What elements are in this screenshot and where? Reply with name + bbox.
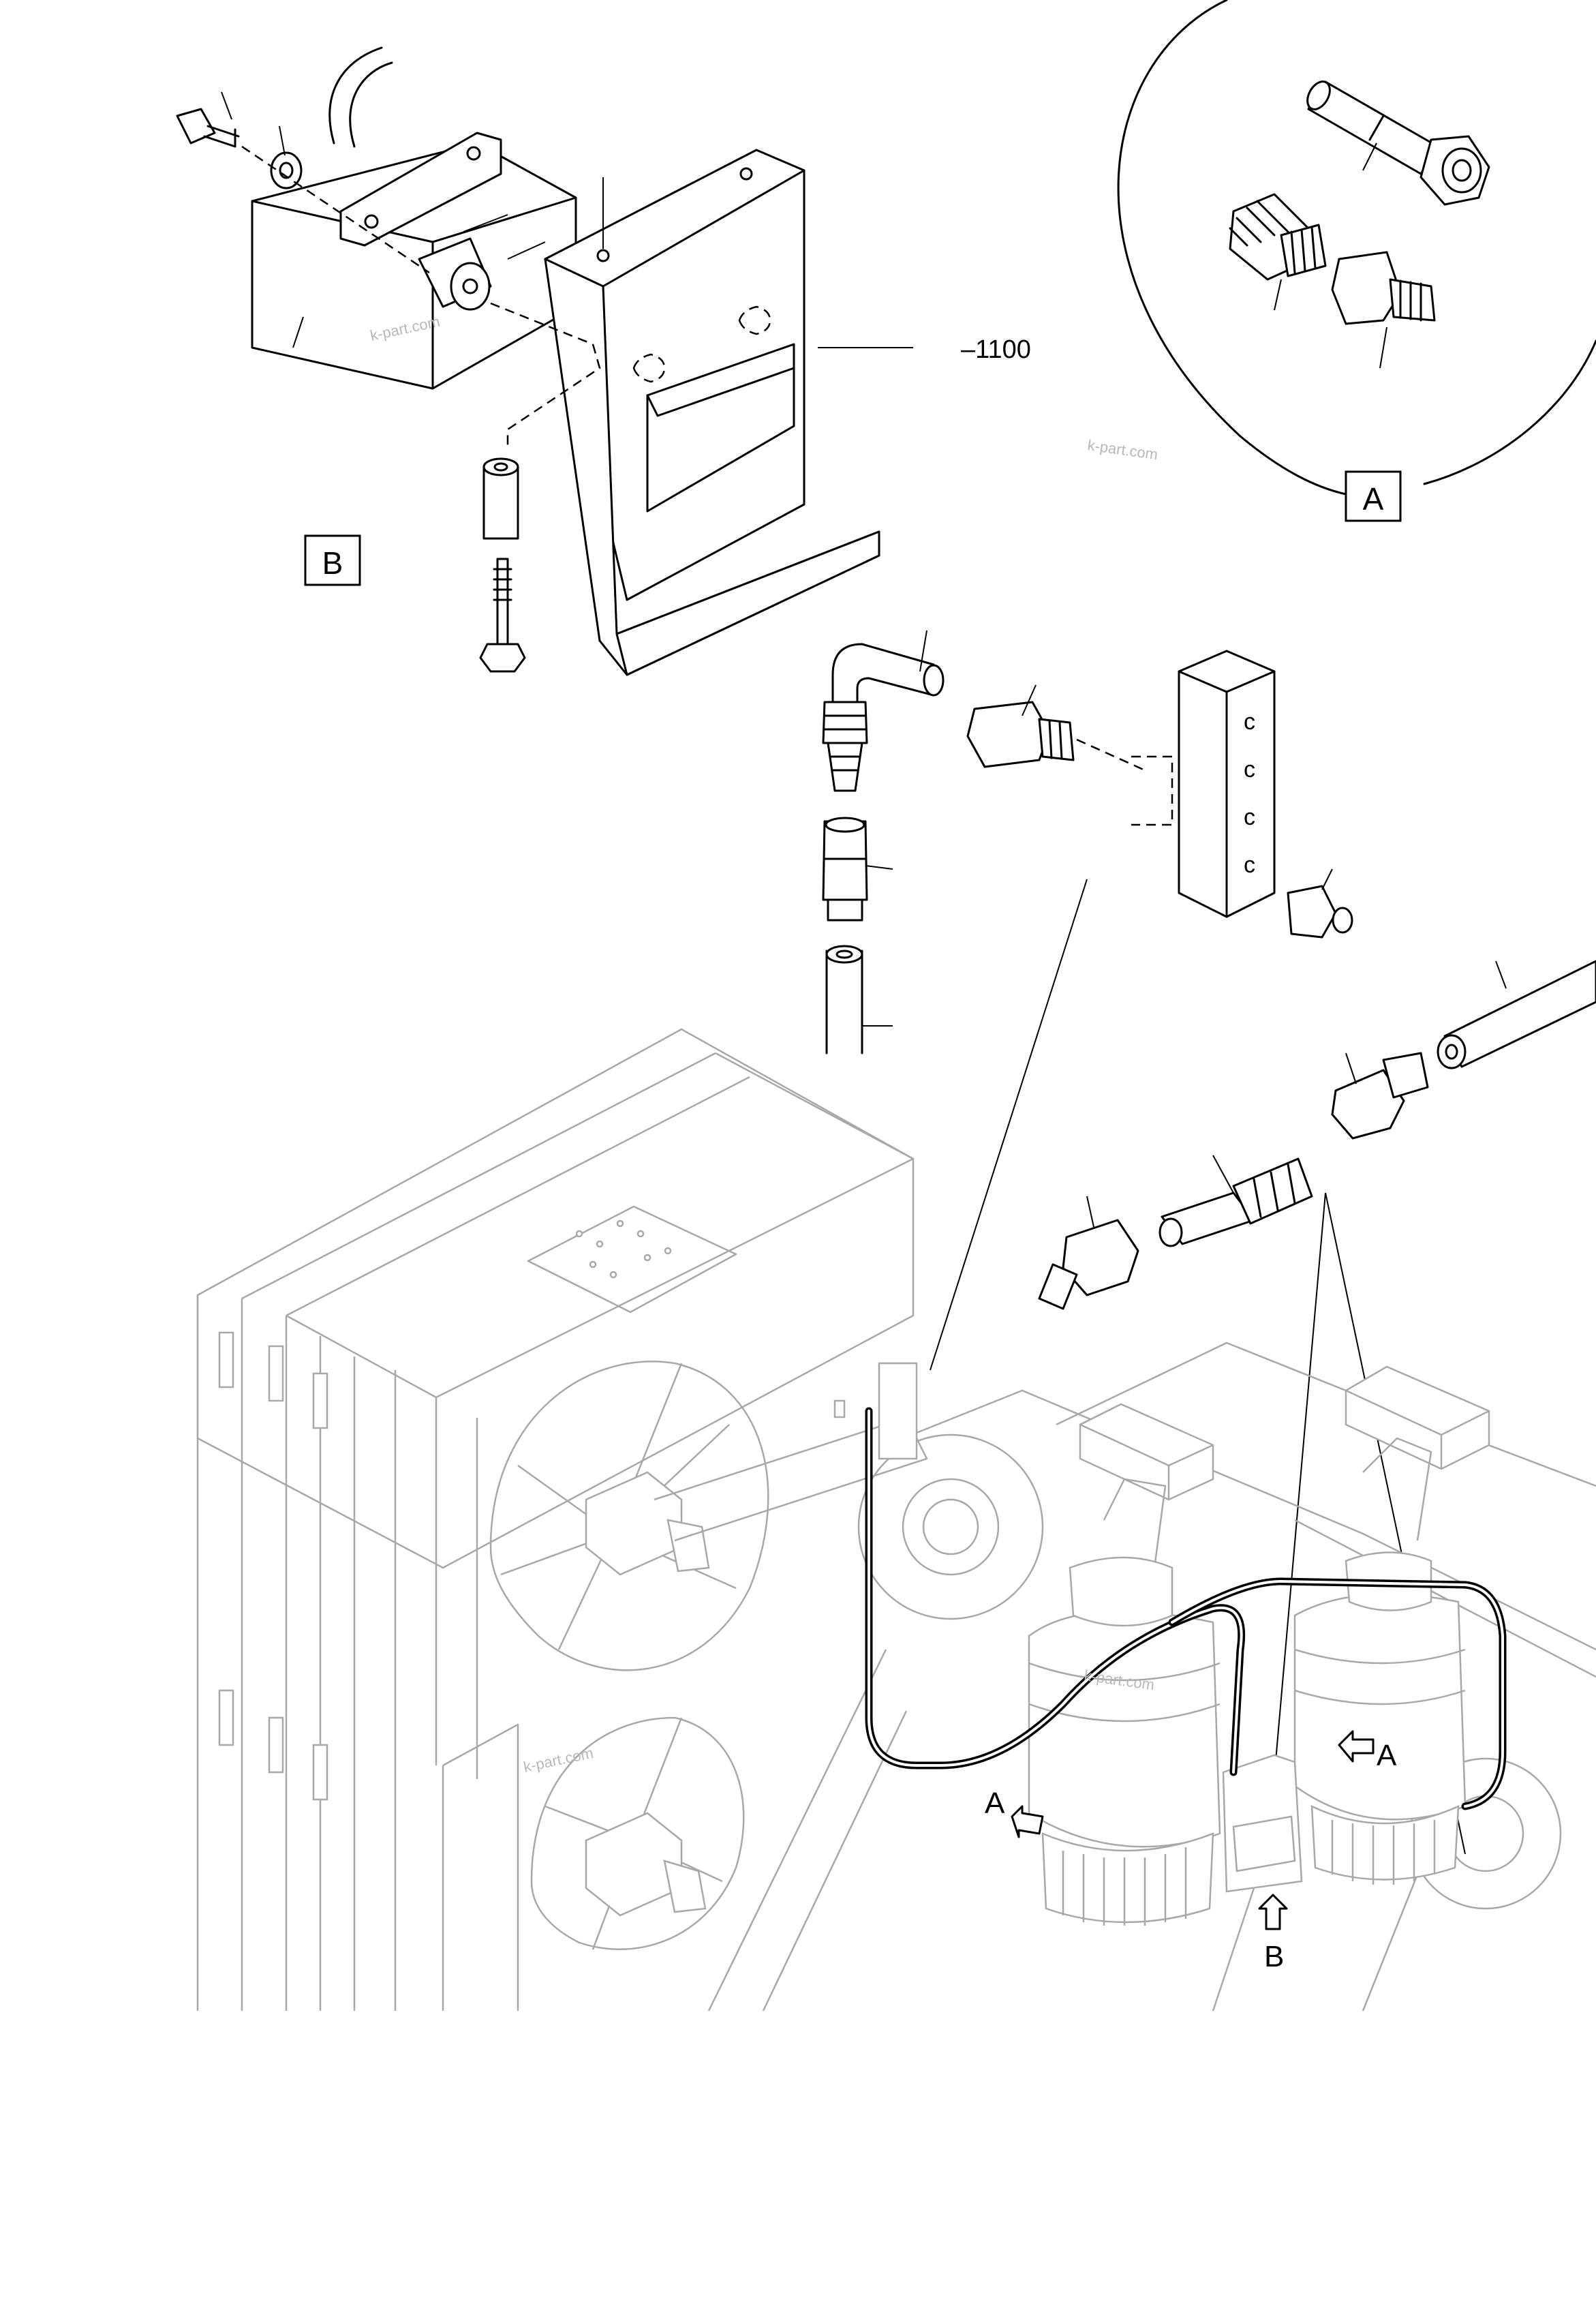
- svg-text:c: c: [1244, 852, 1255, 878]
- svg-text:c: c: [1244, 709, 1255, 735]
- svg-text:c: c: [1244, 757, 1255, 783]
- callout-a-right: A: [1377, 1739, 1397, 1772]
- callout-arrows: [1011, 1730, 1375, 1930]
- hydraulic-hose-routing: [865, 1407, 1507, 1810]
- bracket-assembly-drawing: [176, 46, 913, 676]
- callout-a-left: A: [985, 1787, 1005, 1820]
- detail-a-label: A: [1363, 481, 1384, 517]
- machine-assembly-drawing: [196, 1028, 1596, 2011]
- right-fittings-group: [1038, 960, 1596, 1855]
- watermark-2: k-part.com: [1086, 436, 1158, 463]
- watermark-4: k-part.com: [522, 1744, 595, 1776]
- detail-a-circle: [1117, 0, 1596, 496]
- callout-b: B: [1264, 1940, 1284, 1973]
- detail-a-box: [1345, 470, 1402, 522]
- hose-fittings-group: c c c c: [822, 630, 1353, 1371]
- arrow-icon-a-right: [1338, 1730, 1375, 1763]
- detail-b-box: [304, 534, 361, 586]
- arrow-icon-b: [1258, 1894, 1288, 1930]
- svg-text:c: c: [1244, 804, 1255, 830]
- part-number-label: –1100: [961, 335, 1031, 364]
- arrow-icon-a-left: [1011, 1805, 1044, 1838]
- detail-b-label: B: [322, 545, 343, 581]
